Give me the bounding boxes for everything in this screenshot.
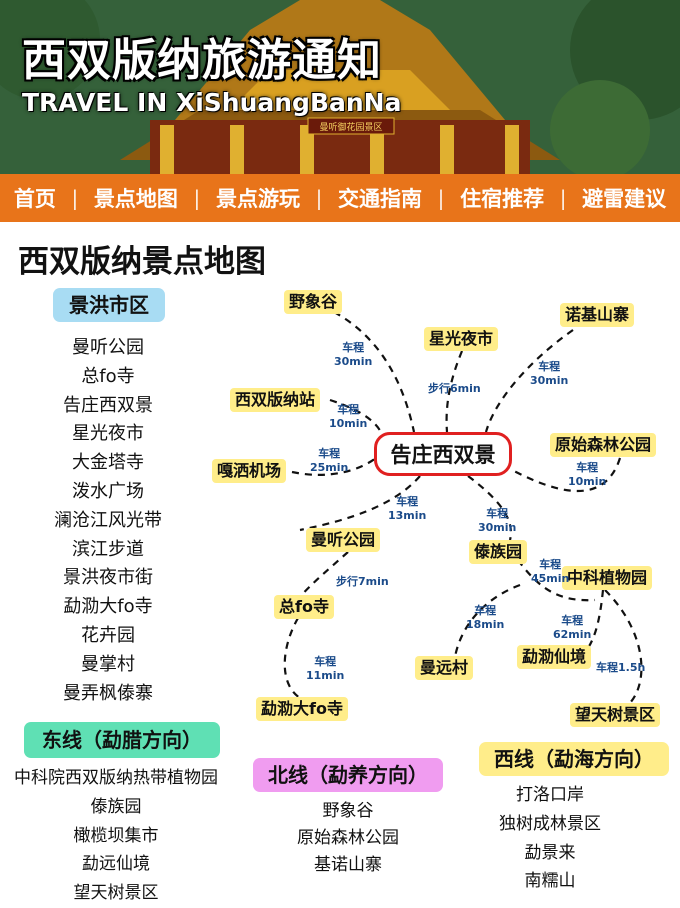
route-note: 车程1.5h	[596, 661, 646, 674]
list-item: 景洪夜市街	[63, 567, 153, 589]
nav-item-tips[interactable]: 避雷建议	[582, 187, 667, 211]
route-mengle	[283, 617, 301, 699]
route-nuoji	[484, 329, 574, 433]
list-item: 独树成林景区	[499, 813, 601, 834]
list-west: 打洛口岸 独树成林景区 勐景来 南糯山	[470, 781, 630, 896]
map-place-daizu[interactable]: 傣族园	[469, 540, 528, 564]
route-note: 步行6min	[428, 382, 481, 395]
list-item: 勐景来	[524, 842, 576, 863]
map-place-xianjing[interactable]: 勐泐仙境	[517, 645, 592, 669]
list-item: 大金塔寺	[72, 452, 144, 474]
hero-subtitle: TRAVEL IN XiShuangBanNa	[22, 88, 402, 117]
map-place-yuanshi[interactable]: 原始森林公园	[550, 433, 657, 457]
list-item: 花卉园	[81, 624, 135, 646]
list-north: 野象谷 原始森林公园 基诺山寨	[258, 798, 438, 879]
route-airport	[291, 457, 377, 476]
list-jinghong: 曼听公园 总fo寺 告庄西双景 星光夜市 大金塔寺 泼水广场 澜沧江风光带 滨江…	[20, 334, 196, 708]
nav-item-transport[interactable]: 交通指南	[338, 187, 423, 211]
list-item: 澜沧江风光带	[54, 509, 162, 531]
route-yuanshi	[511, 457, 622, 493]
list-item: 总fo寺	[81, 365, 135, 387]
route-note: 步行7min	[336, 575, 389, 588]
section-label-north: 北线（勐养方向）	[253, 758, 443, 792]
section-label-east: 东线（勐腊方向）	[24, 722, 220, 758]
list-east: 中科院西双版纳热带植物园 傣族园 橄榄坝集市 勐远仙境 望天树景区	[0, 764, 232, 908]
nav-separator: |	[437, 186, 445, 210]
list-item: 中科院西双版纳热带植物园	[14, 768, 218, 788]
list-item: 望天树景区	[73, 883, 159, 904]
nav-item-home[interactable]: 首页	[13, 187, 56, 211]
route-xingguang	[445, 350, 464, 433]
map-place-station[interactable]: 西双版纳站	[230, 388, 321, 412]
map-place-zongfo[interactable]: 总fo寺	[274, 595, 334, 619]
map-place-airport[interactable]: 嘎洒机场	[212, 459, 287, 483]
section-label-west: 西线（勐海方向）	[479, 742, 669, 776]
page-title: 西双版纳景点地图	[18, 244, 266, 280]
map-place-zhongke[interactable]: 中科植物园	[562, 566, 653, 590]
map-place-xingguang[interactable]: 星光夜市	[424, 327, 499, 351]
list-item: 南糯山	[524, 871, 576, 892]
list-item: 打洛口岸	[516, 785, 584, 805]
list-item: 橄榄坝集市	[73, 825, 159, 846]
list-item: 滨江步道	[72, 538, 144, 560]
section-label-jinghong: 景洪市区	[53, 288, 165, 322]
map-place-manyuan[interactable]: 曼远村	[415, 656, 474, 680]
hero-banner: 曼听御花园景区 西双版纳旅游通知 TRAVEL IN XiShuangBanNa	[0, 0, 680, 174]
list-item: 曼听公园	[72, 337, 144, 358]
nav-item-map[interactable]: 景点地图	[93, 187, 178, 211]
map-place-wangtian[interactable]: 望天树景区	[570, 703, 661, 727]
nav-separator: |	[193, 186, 201, 210]
list-item: 勐泐大fo寺	[63, 596, 153, 618]
route-manting	[299, 475, 421, 532]
list-item: 泼水广场	[72, 480, 144, 502]
temple-illustration: 曼听御花园景区	[0, 0, 680, 174]
nav-separator: |	[315, 186, 323, 210]
nav-separator: |	[559, 186, 567, 210]
map-place-manting[interactable]: 曼听公园	[306, 528, 381, 552]
nav-separator: |	[71, 186, 79, 210]
top-nav: 首页 | 景点地图 | 景点游玩 | 交通指南 | 住宿推荐 | 避雷建议	[0, 174, 680, 222]
list-item: 曼掌村	[81, 653, 135, 675]
list-item: 基诺山寨	[314, 855, 382, 875]
list-item: 告庄西双景	[63, 394, 153, 416]
map-place-mengle[interactable]: 勐泐大fo寺	[256, 697, 348, 721]
nav-item-hotels[interactable]: 住宿推荐	[460, 187, 545, 211]
route-yexianggu	[333, 311, 416, 433]
list-item: 傣族园	[90, 796, 142, 817]
route-wangtian	[604, 589, 643, 704]
nav-item-attractions[interactable]: 景点游玩	[215, 187, 300, 211]
map-place-nuoji[interactable]: 诺基山寨	[560, 303, 635, 327]
route-zhongke	[517, 559, 596, 602]
route-zongfo	[299, 551, 349, 598]
list-item: 野象谷	[322, 801, 374, 821]
map-center[interactable]: 告庄西双景	[374, 432, 512, 476]
temple-sign: 曼听御花园景区	[319, 121, 382, 133]
route-manyuan	[453, 583, 521, 658]
hero-title: 西双版纳旅游通知	[22, 35, 382, 86]
list-item: 原始森林公园	[297, 828, 399, 848]
list-item: 勐远仙境	[82, 854, 150, 875]
list-item: 星光夜市	[72, 423, 144, 445]
map-place-yexianggu[interactable]: 野象谷	[284, 290, 343, 314]
list-item: 曼弄枫傣寨	[63, 682, 153, 704]
